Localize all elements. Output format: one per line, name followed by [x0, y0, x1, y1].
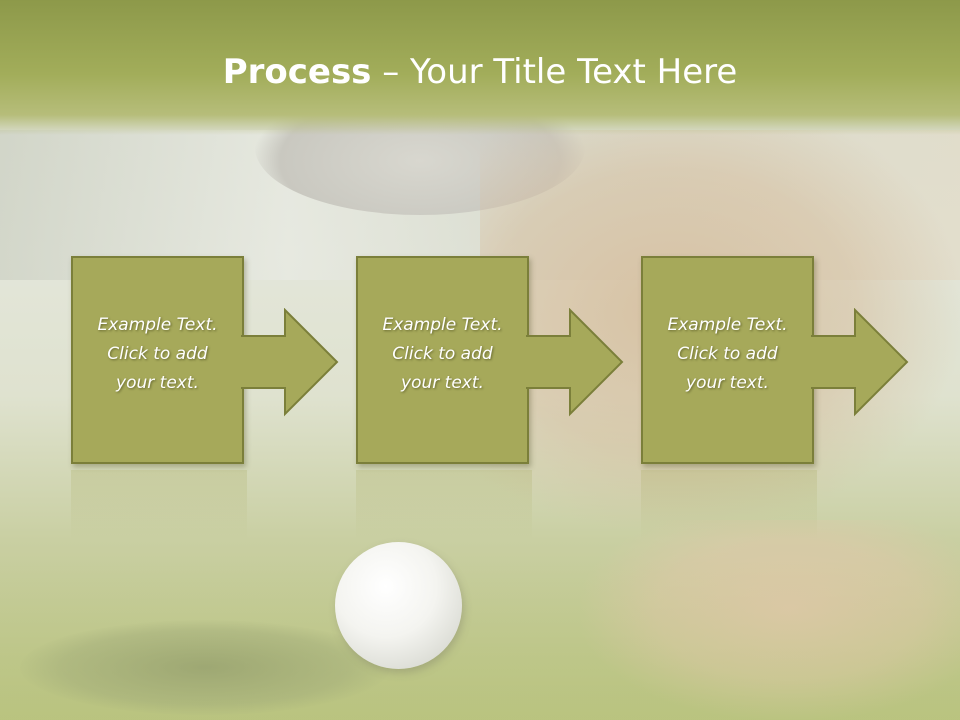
step-text[interactable]: Example Text. Click to add your text. — [356, 311, 529, 398]
right-arrow-icon — [241, 308, 339, 417]
process-step-2[interactable]: Example Text. Click to add your text. — [356, 256, 624, 540]
step-reflection — [71, 470, 247, 540]
step-text-line: your text. — [116, 373, 199, 393]
right-arrow-icon — [811, 308, 909, 417]
step-text-line: your text. — [686, 373, 769, 393]
right-arrow-icon — [526, 308, 624, 417]
golf-hole-image — [20, 620, 390, 715]
step-text-line: Example Text. — [667, 315, 788, 335]
process-step-1[interactable]: Example Text. Click to add your text. — [71, 256, 339, 540]
step-text-line: Click to add — [392, 344, 493, 364]
slide-title[interactable]: Process – Your Title Text Here — [0, 52, 960, 92]
step-text[interactable]: Example Text. Click to add your text. — [641, 311, 814, 398]
golf-ball-image — [335, 542, 462, 669]
step-text-line: your text. — [401, 373, 484, 393]
step-reflection — [356, 470, 532, 540]
title-bold-part: Process — [222, 52, 372, 92]
step-text[interactable]: Example Text. Click to add your text. — [71, 311, 244, 398]
process-step-3[interactable]: Example Text. Click to add your text. — [641, 256, 909, 540]
step-text-line: Example Text. — [382, 315, 503, 335]
step-text-line: Click to add — [107, 344, 208, 364]
golfer-hand-image — [580, 520, 960, 720]
title-rest-part: – Your Title Text Here — [371, 52, 738, 92]
step-text-line: Example Text. — [97, 315, 218, 335]
step-reflection — [641, 470, 817, 540]
step-box[interactable] — [356, 256, 529, 464]
step-text-line: Click to add — [677, 344, 778, 364]
title-band — [0, 0, 960, 135]
